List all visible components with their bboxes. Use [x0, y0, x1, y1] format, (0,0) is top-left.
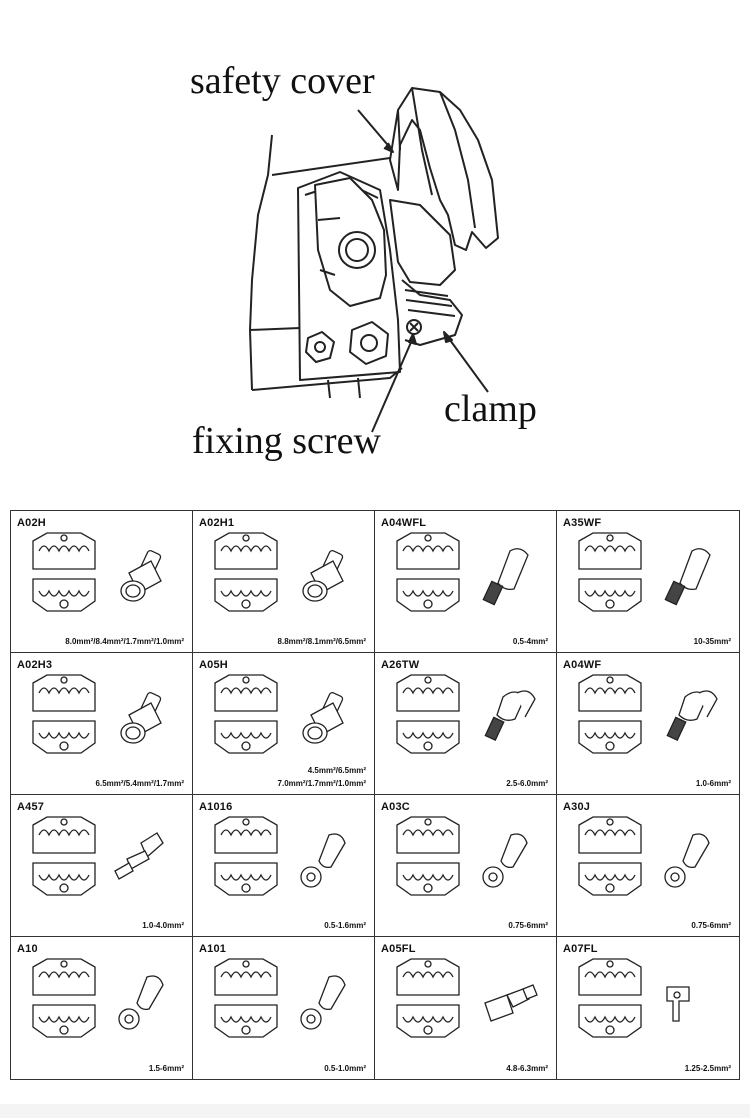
die-spec: 2.5-6.0mm² [506, 779, 548, 788]
die-code: A03C [381, 801, 410, 813]
die-cell-a02h1: A02H1 8.8mm²/8.1mm²/6.5mm² [193, 511, 375, 653]
die-spec: 1.0-4.0mm² [142, 921, 184, 930]
die-code: A04WF [563, 659, 602, 671]
die-code: A02H [17, 517, 46, 529]
die-code: A04WFL [381, 517, 427, 529]
die-spec: 8.0mm²/8.4mm²/1.7mm²/1.0mm² [65, 637, 184, 646]
safety-cover-label: safety cover [190, 60, 375, 102]
die-code: A457 [17, 801, 45, 813]
die-code: A05H [199, 659, 228, 671]
die-code: A02H1 [199, 517, 235, 529]
die-cell-a457: A457 1.0-4.0mm² [11, 795, 193, 937]
die-spec: 10-35mm² [693, 637, 731, 646]
die-drawing [214, 674, 344, 754]
die-cell-a07fl: A07FL 1.25-2.5mm² [557, 937, 739, 1079]
die-drawing [32, 532, 162, 612]
die-spec-secondary: 7.0mm²/1.7mm²/1.0mm² [277, 779, 366, 788]
die-cell-a04wfl: A04WFL 0.5-4mm² [375, 511, 557, 653]
die-spec: 0.5-1.0mm² [324, 1064, 366, 1073]
die-drawing [396, 816, 528, 896]
die-spec: 0.5-1.6mm² [324, 921, 366, 930]
die-code: A02H3 [17, 659, 53, 671]
die-cell-a35wf: A35WF 10-35mm² [557, 511, 739, 653]
die-code: A07FL [563, 943, 598, 955]
die-spec: 6.5mm²/5.4mm²/1.7mm² [95, 779, 184, 788]
die-drawing [214, 816, 346, 896]
die-spec: 0.5-4mm² [512, 637, 548, 646]
die-code: A10 [17, 943, 38, 955]
footer-bar [0, 1104, 750, 1118]
die-drawing [578, 674, 718, 754]
fixing-screw-label: fixing screw [192, 420, 381, 462]
die-drawing [32, 958, 164, 1038]
crimper-head-drawing [249, 87, 499, 433]
die-cell-a30j: A30J 0.75-6mm² [557, 795, 739, 937]
die-code: A101 [199, 943, 227, 955]
die-drawing [578, 532, 711, 612]
die-code: A26TW [381, 659, 420, 671]
die-code: A05FL [381, 943, 416, 955]
die-cell-a03c: A03C 0.75-6mm² [375, 795, 557, 937]
die-code: A35WF [563, 517, 602, 529]
die-drawing [32, 816, 164, 896]
tool-illustration: safety cover clamp fixing screw [0, 0, 750, 500]
die-cell-a05h: A05H 7.0mm²/1.7mm²/1.0mm² 4.5mm²/6.5mm² [193, 653, 375, 795]
die-cell-a05fl: A05FL 4.8-6.3mm² [375, 937, 557, 1079]
die-spec: 0.75-6mm² [691, 921, 731, 930]
clamp-label: clamp [444, 388, 537, 430]
die-drawing [214, 532, 344, 612]
die-spec: 1.25-2.5mm² [684, 1064, 731, 1073]
die-spec: 0.75-6mm² [508, 921, 548, 930]
die-drawing [396, 674, 536, 754]
die-drawing [214, 958, 346, 1038]
die-drawing [396, 532, 529, 612]
die-drawing [396, 958, 538, 1038]
die-cell-a04wf: A04WF 1.0-6mm² [557, 653, 739, 795]
die-spec: 1.0-6mm² [695, 779, 731, 788]
die-spec: 8.8mm²/8.1mm²/6.5mm² [277, 637, 366, 646]
die-cell-a02h3: A02H3 6.5mm²/5.4mm²/1.7mm² [11, 653, 193, 795]
die-drawing [578, 816, 710, 896]
die-code: A30J [563, 801, 591, 813]
die-drawing [578, 958, 690, 1038]
die-spec: 1.5-6mm² [148, 1064, 184, 1073]
die-spec: 4.8-6.3mm² [506, 1064, 548, 1073]
die-drawing [32, 674, 162, 754]
die-code: A1016 [199, 801, 233, 813]
die-cell-a26tw: A26TW 2.5-6.0mm² [375, 653, 557, 795]
die-cell-a02h: A02H 8.0mm²/8.4mm²/1.7mm²/1.0mm² [11, 511, 193, 653]
die-spec: 4.5mm²/6.5mm² [307, 766, 366, 775]
die-cell-a101: A101 0.5-1.0mm² [193, 937, 375, 1079]
die-cell-a10: A10 1.5-6mm² [11, 937, 193, 1079]
die-set-table: A02H 8.0mm²/8.4mm²/1.7mm²/1.0mm² A02H1 8.8… [10, 510, 740, 1080]
die-cell-a1016: A1016 0.5-1.6mm² [193, 795, 375, 937]
